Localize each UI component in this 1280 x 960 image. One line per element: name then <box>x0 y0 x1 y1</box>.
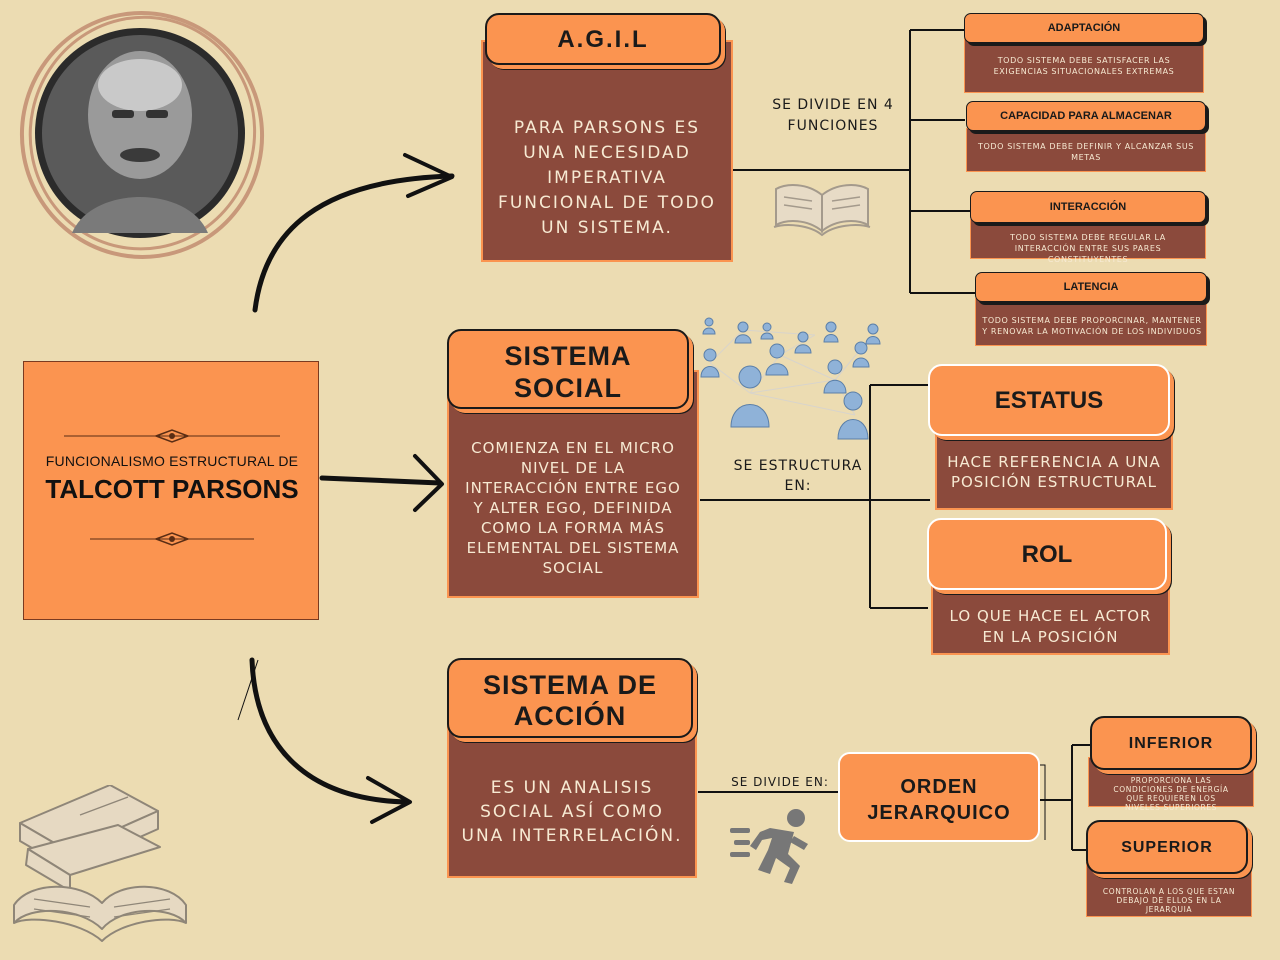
main-subtitle: FUNCIONALISMO ESTRUCTURAL DE <box>45 453 299 469</box>
accion-description: ES UN ANALISIS SOCIAL ASÍ COMO UNA INTER… <box>461 778 683 846</box>
orden-title: ORDEN JERARQUICO <box>867 776 1011 824</box>
arrow-social <box>319 475 443 486</box>
social-connector-label: SE ESTRUCTURA EN: <box>733 458 863 494</box>
agil-description: PARA PARSONS ES UNA NECESIDAD IMPERATIVA… <box>498 118 716 238</box>
runner-icon <box>730 809 808 884</box>
superior-title: SUPERIOR <box>1086 820 1248 874</box>
portrait-photo <box>19 11 265 259</box>
main-title: TALCOTT PARSONS <box>45 474 299 504</box>
orden-box: ORDEN JERARQUICO <box>838 752 1040 842</box>
arrow-icon <box>252 173 455 313</box>
agil-connector-label: SE DIVIDE EN 4 FUNCIONES <box>772 97 894 134</box>
function-latencia-title: LATENCIA <box>975 272 1207 302</box>
function-latencia-description: TODO SISTEMA DEBE PROPORCINAR, MANTENER … <box>975 298 1207 346</box>
arrow-head-accion <box>366 776 412 824</box>
books-stack-icon <box>13 785 187 942</box>
function-adaptacion-description: TODO SISTEMA DEBE SATISFACER LAS EXIGENC… <box>964 38 1204 93</box>
social-title: SISTEMA SOCIAL <box>447 329 689 409</box>
arrow-head-agil <box>403 153 454 198</box>
arrow-accion <box>249 657 411 805</box>
arrow-head-social <box>413 454 444 512</box>
ornament-bottom <box>90 532 254 546</box>
function-capacidad-title: CAPACIDAD PARA ALMACENAR <box>966 101 1206 131</box>
function-interaccion-title: INTERACCIÓN <box>970 191 1206 223</box>
rol-title: ROL <box>927 518 1167 590</box>
estatus-title: ESTATUS <box>928 364 1170 436</box>
function-capacidad-description: TODO SISTEMA DEBE DEFINIR Y ALCANZAR SUS… <box>966 128 1206 172</box>
ornament-top <box>64 429 280 443</box>
inferior-title: INFERIOR <box>1090 716 1252 770</box>
main-topic-box: FUNCIONALISMO ESTRUCTURAL DE TALCOTT PAR… <box>23 361 319 620</box>
people-network-icon <box>700 317 881 440</box>
accion-body: ES UN ANALISIS SOCIAL ASÍ COMO UNA INTER… <box>447 717 697 878</box>
social-description: COMIENZA EN EL MICRO NIVEL DE LA INTERAC… <box>465 439 681 577</box>
book-icon <box>773 184 871 237</box>
function-interaccion-description: TODO SISTEMA DEBE REGULAR LA INTERACCIÓN… <box>970 219 1206 264</box>
accion-title: SISTEMA DE ACCIÓN <box>447 658 693 738</box>
agil-body: PARA PARSONS ES UNA NECESIDAD IMPERATIVA… <box>481 40 733 262</box>
accion-connector-label: SE DIVIDE EN: <box>731 775 829 789</box>
estatus-description: HACE REFERENCIA A UNA POSICIÓN ESTRUCTUR… <box>947 453 1161 491</box>
rol-body: LO QUE HACE EL ACTOR EN LA POSICIÓN <box>931 580 1170 655</box>
estatus-body: HACE REFERENCIA A UNA POSICIÓN ESTRUCTUR… <box>935 426 1173 510</box>
rol-description: LO QUE HACE EL ACTOR EN LA POSICIÓN <box>949 607 1152 646</box>
function-adaptacion-title: ADAPTACIÓN <box>964 13 1204 43</box>
agil-title: A.G.I.L <box>485 13 721 65</box>
